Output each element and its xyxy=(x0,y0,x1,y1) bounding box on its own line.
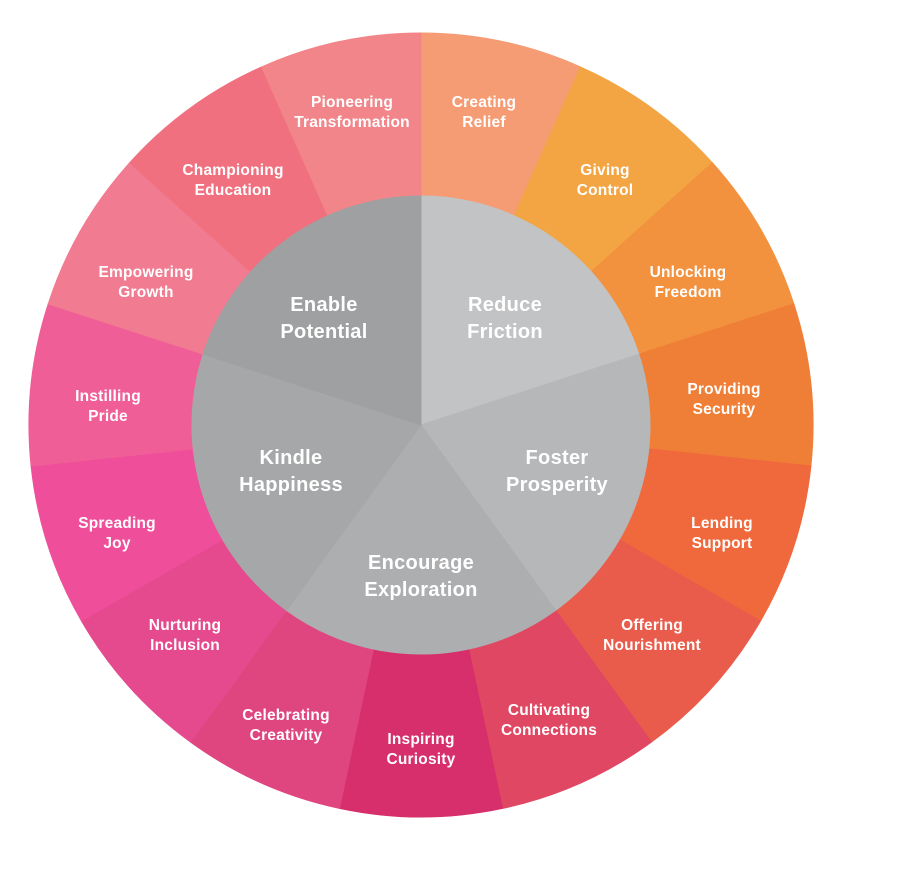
wedge-foster-prosperity xyxy=(420,353,651,611)
label-instilling-pride-line1: Instilling xyxy=(75,388,141,405)
label-unlocking-freedom-line1: Unlocking xyxy=(650,264,727,281)
label-reduce-friction-line1: Reduce xyxy=(468,294,542,316)
label-reduce-friction-line2: Friction xyxy=(467,321,543,343)
label-cultivating-connections-line2: Connections xyxy=(501,722,597,739)
wedge-encourage-exploration xyxy=(285,424,557,655)
label-championing-education-line2: Education xyxy=(195,182,272,199)
label-offering-nourishment-line2: Nourishment xyxy=(603,637,701,654)
label-giving-control-line2: Control xyxy=(577,182,634,199)
label-celebrating-creativity-line2: Creativity xyxy=(250,727,323,744)
label-spreading-joy-line1: Spreading xyxy=(78,515,156,532)
label-pioneering-transformation-line2: Transformation xyxy=(294,114,410,131)
wedge-kindle-happiness xyxy=(191,353,422,611)
label-pioneering-transformation-line1: Pioneering xyxy=(311,94,393,111)
label-cultivating-connections-line1: Cultivating xyxy=(508,702,590,719)
label-nurturing-inclusion-line1: Nurturing xyxy=(149,617,221,634)
label-kindle-happiness-line2: Happiness xyxy=(239,474,343,496)
label-spreading-joy-line2: Joy xyxy=(103,535,130,552)
label-providing-security-line2: Security xyxy=(693,401,756,418)
label-lending-support-line1: Lending xyxy=(691,515,753,532)
label-foster-prosperity-line2: Prosperity xyxy=(506,474,609,496)
label-offering-nourishment-line1: Offering xyxy=(621,617,683,634)
label-creating-relief-line2: Relief xyxy=(462,114,506,131)
inner-pie-labels: Reduce Friction Foster Prosperity Encour… xyxy=(239,294,608,601)
outer-ring-labels: Creating Relief Giving Control Unlocking… xyxy=(75,94,760,768)
label-enable-potential-line1: Enable xyxy=(290,294,357,316)
wedge-reduce-friction xyxy=(420,195,640,426)
label-creating-relief-line1: Creating xyxy=(452,94,516,111)
wedge-enable-potential xyxy=(202,195,422,426)
inner-pie xyxy=(191,195,651,655)
label-kindle-happiness-line1: Kindle xyxy=(260,447,323,469)
label-enable-potential-line2: Potential xyxy=(280,321,367,343)
label-nurturing-inclusion-line2: Inclusion xyxy=(150,637,220,654)
label-encourage-exploration-line2: Exploration xyxy=(364,579,477,601)
label-inspiring-curiosity-line1: Inspiring xyxy=(387,731,454,748)
label-championing-education-line1: Championing xyxy=(182,162,283,179)
label-empowering-growth-line1: Empowering xyxy=(98,264,193,281)
label-inspiring-curiosity-line2: Curiosity xyxy=(387,751,456,768)
label-celebrating-creativity-line1: Celebrating xyxy=(242,707,329,724)
label-lending-support-line2: Support xyxy=(692,535,753,552)
label-providing-security-line1: Providing xyxy=(687,381,760,398)
label-encourage-exploration-line1: Encourage xyxy=(368,552,474,574)
label-unlocking-freedom-line2: Freedom xyxy=(655,284,722,301)
label-giving-control-line1: Giving xyxy=(580,162,629,179)
outer-ring xyxy=(28,32,814,818)
label-foster-prosperity-line1: Foster xyxy=(526,447,589,469)
label-empowering-growth-line2: Growth xyxy=(118,284,173,301)
label-instilling-pride-line2: Pride xyxy=(88,408,128,425)
